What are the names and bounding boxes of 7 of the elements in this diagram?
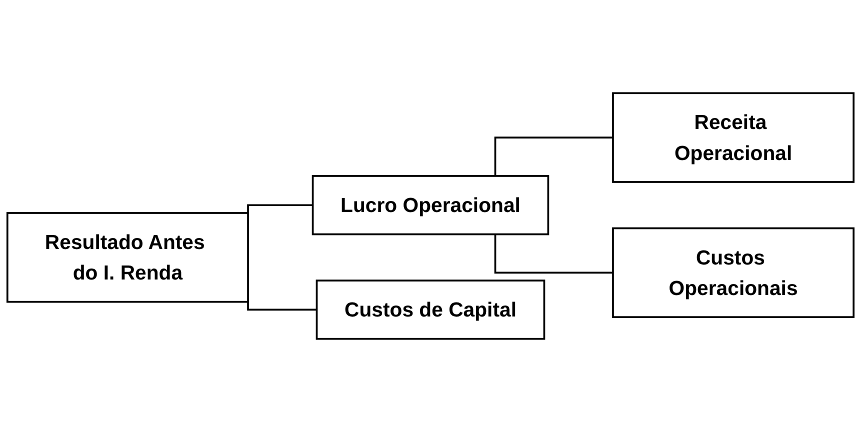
node-box: Lucro Operacional xyxy=(312,175,550,236)
node-box: Custos de Capital xyxy=(316,280,546,340)
node-box: Resultado Antes do I. Renda xyxy=(6,212,249,303)
node-box: Custos Operacionais xyxy=(612,227,855,318)
node-box: Receita Operacional xyxy=(612,92,855,183)
connector xyxy=(494,234,613,274)
connector xyxy=(494,136,613,176)
